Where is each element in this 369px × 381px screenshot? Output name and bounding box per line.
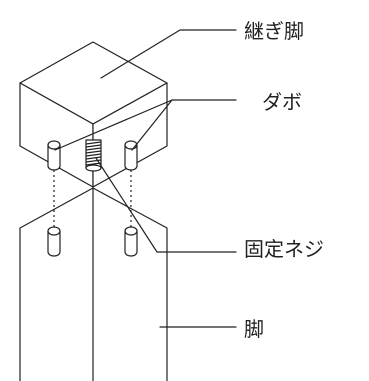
extension-leg-label: 継ぎ脚 bbox=[244, 19, 304, 43]
leg-hole-left bbox=[47, 226, 61, 257]
dowel-left bbox=[47, 140, 61, 171]
fixing-screw-label: 固定ネジ bbox=[244, 237, 324, 261]
leg-hole-right bbox=[124, 226, 138, 257]
extension-leg-block bbox=[19, 41, 168, 188]
dowel-label: ダボ bbox=[262, 90, 302, 114]
leg-label: 脚 bbox=[244, 317, 264, 341]
leader-lines bbox=[54, 29, 237, 328]
leg-body bbox=[19, 187, 168, 381]
fixing-screw bbox=[85, 139, 102, 172]
